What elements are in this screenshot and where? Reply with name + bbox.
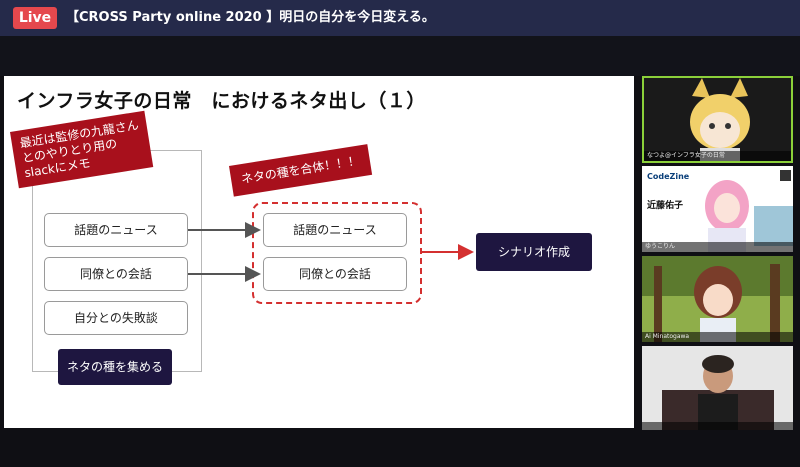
- fox-avatar-icon: [644, 78, 791, 161]
- right-item-news: 話題のニュース: [263, 213, 407, 247]
- collect-seeds-button: ネタの種を集める: [58, 349, 172, 385]
- left-item-failure: 自分との失敗談: [44, 301, 188, 335]
- participant-name: ゆうこりん: [642, 242, 793, 252]
- toolbar-area: [0, 36, 800, 76]
- left-item-coworker: 同僚との会話: [44, 257, 188, 291]
- participant-name: Ai Minatogawa: [642, 332, 793, 342]
- scenario-button: シナリオ作成: [476, 233, 592, 271]
- codezine-logo: CodeZine: [647, 172, 690, 181]
- camera-feed-icon: [642, 346, 793, 432]
- top-bar: Live 【CROSS Party online 2020 】明日の自分を今日変…: [0, 0, 800, 36]
- bottom-strip: [0, 430, 800, 467]
- participant-panel: なつよ@インフラ女子の日常 CodeZine 近藤佑子 ゆうこりん Ai Min…: [636, 76, 800, 432]
- flow-arrows: [188, 222, 474, 282]
- participant-tile[interactable]: なつよ@インフラ女子の日常: [642, 76, 793, 163]
- slide-title: インフラ女子の日常 におけるネタ出し（１）: [17, 90, 426, 112]
- participant-tile[interactable]: CodeZine 近藤佑子 ゆうこりん: [642, 166, 793, 252]
- participant-name: [642, 422, 793, 432]
- left-item-news: 話題のニュース: [44, 213, 188, 247]
- participant-tile[interactable]: [642, 346, 793, 432]
- stream-title: 【CROSS Party online 2020 】明日の自分を今日変える。: [66, 10, 435, 25]
- presentation-slide: インフラ女子の日常 におけるネタ出し（１） 話題のニュース 同僚との会話 自分と…: [4, 76, 634, 428]
- speaker-name: 近藤佑子: [647, 201, 684, 211]
- participant-tile[interactable]: Ai Minatogawa: [642, 256, 793, 342]
- live-badge: Live: [13, 7, 57, 29]
- participant-name: なつよ@インフラ女子の日常: [644, 151, 791, 161]
- right-item-coworker: 同僚との会話: [263, 257, 407, 291]
- forest-avatar-icon: [642, 256, 793, 342]
- merge-group: [252, 202, 422, 304]
